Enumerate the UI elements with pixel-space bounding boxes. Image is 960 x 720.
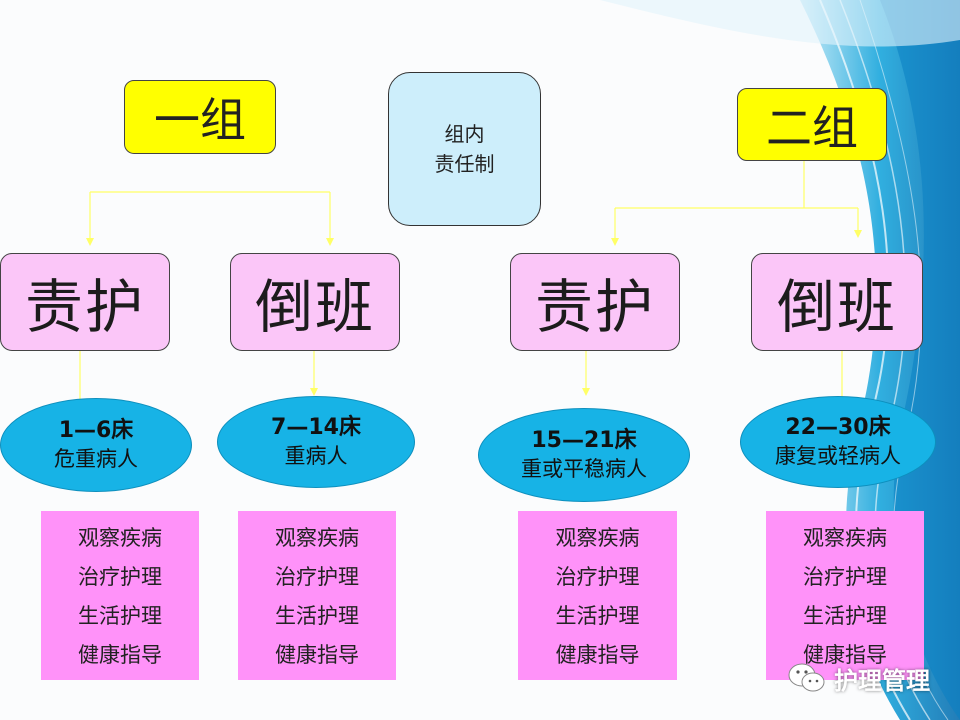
bed-oval-group2-primary: 15—21床 重或平稳病人 — [478, 408, 690, 502]
task-list-group1-shift: 观察疾病 治疗护理 生活护理 健康指导 — [238, 511, 396, 680]
task-item: 生活护理 — [803, 604, 887, 629]
responsibility-system-box: 组内 责任制 — [388, 72, 541, 226]
bed-oval-group1-primary: 1—6床 危重病人 — [0, 398, 192, 492]
task-item: 观察疾病 — [78, 525, 162, 550]
bed-range: 22—30床 — [785, 415, 891, 440]
bed-range: 1—6床 — [58, 418, 134, 443]
bed-oval-group2-shift: 22—30床 康复或轻病人 — [740, 396, 936, 488]
task-item: 生活护理 — [78, 604, 162, 629]
bed-range: 7—14床 — [271, 415, 361, 440]
patient-type: 重病人 — [284, 444, 348, 468]
task-item: 健康指导 — [803, 643, 887, 668]
task-item: 健康指导 — [78, 643, 162, 668]
center-line-2: 责任制 — [434, 152, 495, 176]
task-item: 观察疾病 — [555, 525, 640, 550]
task-item: 生活护理 — [555, 604, 640, 629]
task-item: 治疗护理 — [803, 564, 887, 589]
patient-type: 重或平稳病人 — [521, 457, 647, 481]
group-two-label: 二组 — [737, 88, 887, 161]
task-item: 健康指导 — [275, 643, 359, 668]
task-item: 治疗护理 — [275, 564, 359, 589]
watermark: 护理管理 — [788, 660, 930, 696]
role-box-group1-primary: 责护 — [0, 253, 170, 351]
task-item: 观察疾病 — [275, 525, 359, 550]
task-item: 生活护理 — [275, 604, 359, 629]
group-one-label: 一组 — [124, 80, 276, 154]
bed-oval-group1-shift: 7—14床 重病人 — [217, 396, 415, 488]
task-item: 观察疾病 — [803, 525, 887, 550]
center-line-1: 组内 — [444, 122, 485, 146]
task-item: 治疗护理 — [555, 564, 640, 589]
role-box-group1-shift: 倒班 — [230, 253, 400, 351]
task-item: 健康指导 — [555, 643, 640, 668]
wechat-icon — [788, 663, 825, 692]
task-list-group2-primary: 观察疾病 治疗护理 生活护理 健康指导 — [518, 511, 677, 680]
patient-type: 危重病人 — [54, 447, 138, 471]
task-list-group1-primary: 观察疾病 治疗护理 生活护理 健康指导 — [41, 511, 199, 680]
role-box-group2-shift: 倒班 — [751, 253, 923, 351]
task-item: 治疗护理 — [78, 564, 162, 589]
watermark-text: 护理管理 — [834, 666, 930, 695]
task-list-group2-shift: 观察疾病 治疗护理 生活护理 健康指导 — [766, 511, 924, 680]
patient-type: 康复或轻病人 — [775, 444, 901, 468]
connector-arrowheads — [86, 230, 862, 396]
role-box-group2-primary: 责护 — [510, 253, 680, 351]
bed-range: 15—21床 — [531, 428, 637, 453]
